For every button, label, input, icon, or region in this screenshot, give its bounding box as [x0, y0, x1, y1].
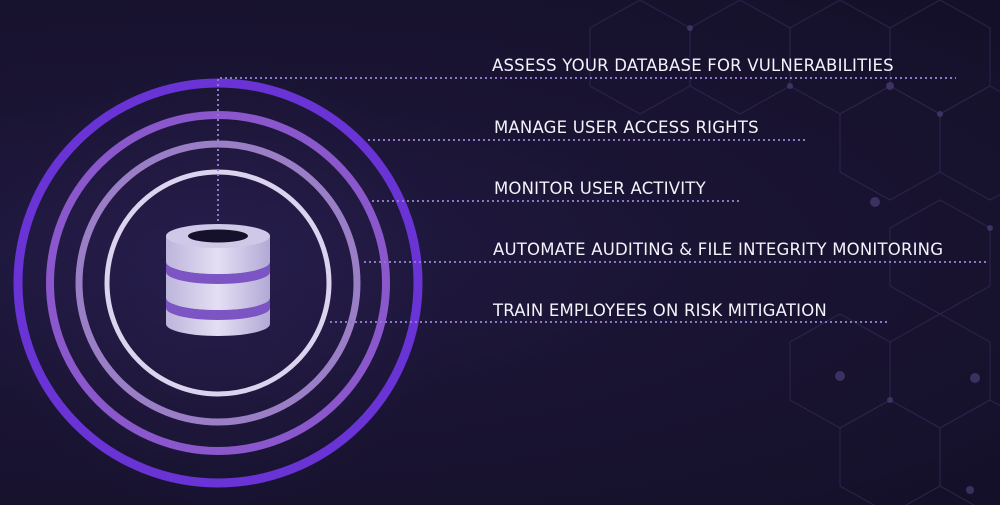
step-label-train-employees: TRAIN EMPLOYEES ON RISK MITIGATION: [493, 301, 827, 320]
step-label-monitor-activity: MONITOR USER ACTIVITY: [494, 179, 706, 198]
leader-lines: [217, 77, 986, 323]
step-label-manage-access: MANAGE USER ACCESS RIGHTS: [494, 118, 759, 137]
step-label-automate-auditing: AUTOMATE AUDITING & FILE INTEGRITY MONIT…: [493, 240, 944, 259]
inner-ring: [104, 169, 332, 397]
outer-ring: [13, 78, 423, 488]
leader-line-1: [217, 77, 956, 226]
step-label-assess: ASSESS YOUR DATABASE FOR VULNERABILITIES: [492, 56, 894, 75]
database-icon: [166, 224, 270, 336]
hex-nodes: [687, 25, 993, 494]
